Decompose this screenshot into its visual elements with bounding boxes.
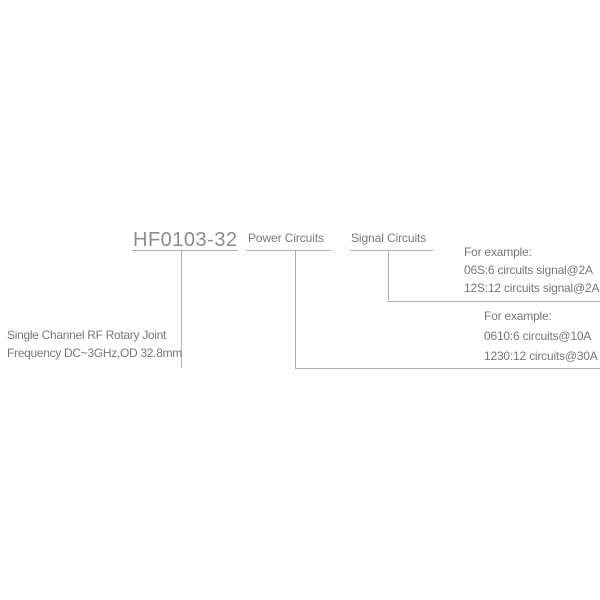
signal-examples-bracket-line [388, 301, 600, 302]
part-number: HF0103-32 [133, 229, 238, 251]
power-examples-block: For example: 0610:6 circuits@10A 1230:12… [484, 306, 598, 366]
signal-circuits-connector-line [388, 250, 389, 301]
signal-example-item: 12S:12 circuits signal@2A [464, 281, 600, 295]
power-circuits-underline [246, 250, 331, 251]
signal-example-item: 06S:6 circuits signal@2A [464, 263, 593, 277]
description-line-1: Single Channel RF Rotary Joint [7, 328, 167, 342]
power-example-item: 0610:6 circuits@10A [484, 329, 592, 343]
description-line-2: Frequency DC~3GHz,OD 32.8mm [7, 346, 182, 360]
power-circuits-connector-line [295, 250, 296, 368]
power-circuits-label: Power Circuits [248, 231, 324, 245]
part-number-connector-line [181, 250, 182, 368]
signal-circuits-label: Signal Circuits [351, 231, 427, 245]
power-example-item: 1230:12 circuits@30A [484, 349, 598, 363]
signal-circuits-underline [350, 250, 433, 251]
power-examples-title: For example: [484, 309, 552, 323]
power-examples-bracket-line [295, 368, 600, 369]
signal-examples-title: For example: [464, 245, 532, 259]
product-description-block: Single Channel RF Rotary Joint Frequency… [7, 326, 182, 362]
part-number-underline [132, 250, 238, 251]
signal-examples-block: For example: 06S:6 circuits signal@2A 12… [464, 243, 599, 297]
